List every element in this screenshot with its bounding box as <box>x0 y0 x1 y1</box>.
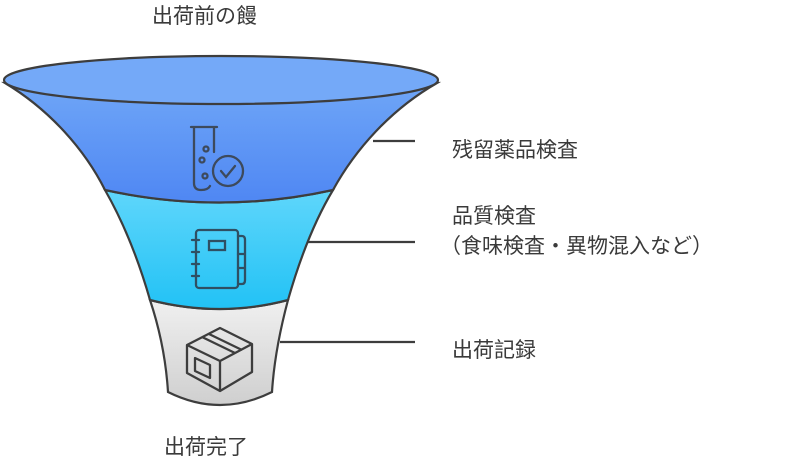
funnel-bottom-label: 出荷完了 <box>164 435 248 459</box>
stage-1-label: 残留薬品検査 <box>452 138 578 162</box>
notebook-icon <box>190 228 247 290</box>
funnel-stage-1 <box>1 81 442 204</box>
funnel-top-rim <box>2 54 440 106</box>
box-icon <box>185 326 254 393</box>
test-tube-check-icon <box>189 125 245 192</box>
stage-2-label: 品質検査 <box>452 204 536 228</box>
stage-3-label: 出荷記録 <box>452 338 536 362</box>
stage-2-sublabel: （食味検査・異物混入など） <box>440 234 713 258</box>
funnel-title: 出荷前の饅 <box>152 4 257 28</box>
